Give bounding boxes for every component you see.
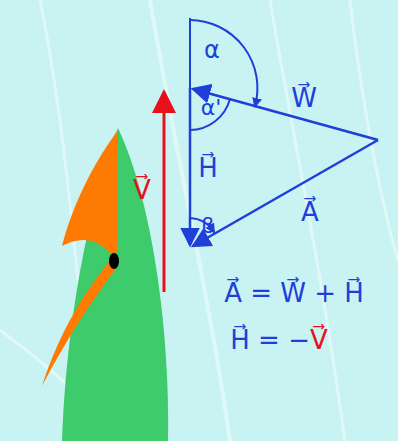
alpha-arc — [190, 20, 257, 106]
vector-label: W⃗ — [291, 85, 317, 111]
equation: H⃗ = −V⃗ — [230, 327, 327, 353]
vector-label: A⃗ — [301, 199, 319, 225]
angle-label: β — [201, 215, 215, 237]
equation: A⃗ = W⃗ + H⃗ — [224, 280, 364, 306]
reference-line — [189, 18, 191, 88]
mast — [109, 253, 119, 269]
h-vector — [189, 88, 192, 245]
angle-label: α — [204, 38, 220, 62]
vector-label: H⃗ — [198, 155, 218, 181]
w-vector — [193, 89, 378, 140]
boat-hull — [62, 128, 168, 441]
a-vector — [193, 140, 378, 246]
v-vector — [163, 92, 166, 292]
boom — [42, 258, 118, 386]
vector-label: V⃗ — [133, 177, 151, 203]
angle-label: α' — [201, 97, 222, 119]
sail — [62, 130, 118, 255]
